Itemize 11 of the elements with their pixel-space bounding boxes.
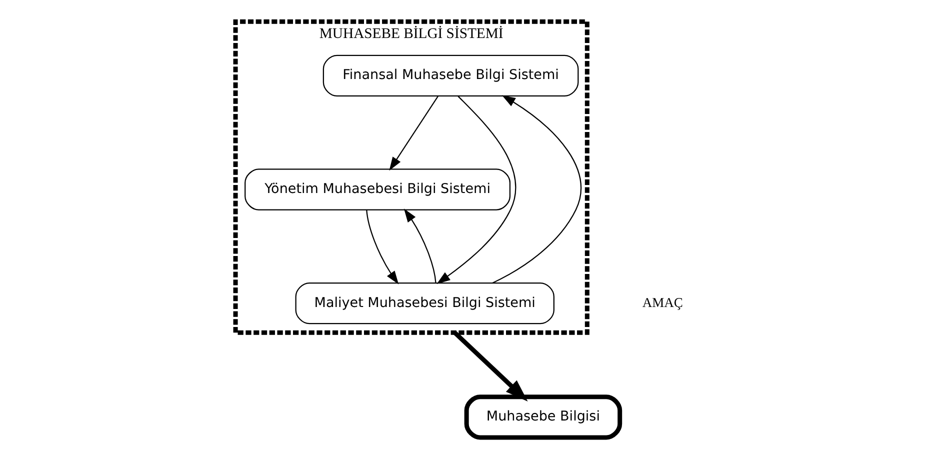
node-box: Maliyet Muhasebesi Bilgi Sistemi xyxy=(294,282,554,324)
arrow xyxy=(492,95,581,284)
arrow xyxy=(366,210,398,284)
node-box: Yönetim Muhasebesi Bilgi Sistemi xyxy=(244,168,510,210)
arrow xyxy=(403,208,436,284)
node-box: Finansal Muhasebe Bilgi Sistemi xyxy=(322,54,578,97)
arrow xyxy=(388,96,438,171)
label: AMAÇ xyxy=(642,294,682,310)
node-box: Muhasebe Bilgisi xyxy=(464,394,622,440)
arrow xyxy=(436,96,516,284)
arrow xyxy=(452,331,528,402)
